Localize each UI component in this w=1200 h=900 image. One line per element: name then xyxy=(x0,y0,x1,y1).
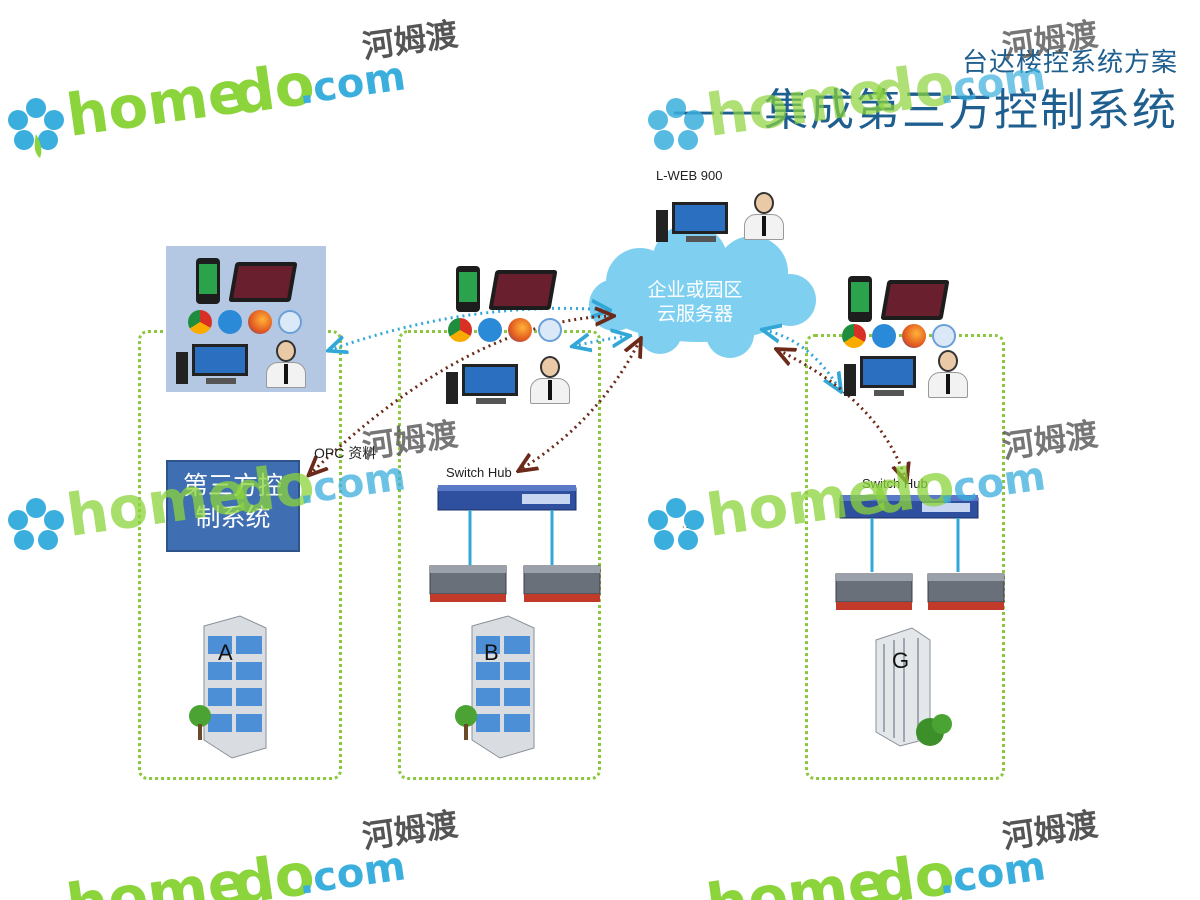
opc-label: OPC 资料 xyxy=(314,445,377,461)
subtitle: 台达楼控系统方案 xyxy=(961,48,1178,78)
homedo-logo-icon: home do .com 河姆渡 xyxy=(8,415,461,550)
svg-text:do: do xyxy=(228,449,318,528)
switch-hub-g-icon xyxy=(839,495,979,572)
tablet-icon xyxy=(488,270,558,310)
safari-icon xyxy=(278,310,302,334)
homedo-logo-icon: home do .com 河姆渡 xyxy=(62,805,461,900)
svg-text:河姆渡: 河姆渡 xyxy=(1000,415,1101,466)
svg-text:do: do xyxy=(228,839,318,900)
chrome-icon xyxy=(188,310,212,334)
homedo-logo-icon: home do .com 河姆渡 xyxy=(648,415,1101,550)
link-cloud-to-switch-b xyxy=(520,340,640,470)
svg-text:河姆渡: 河姆渡 xyxy=(1000,805,1101,856)
link-cloud-to-client-g xyxy=(764,330,840,390)
controller-b2-icon xyxy=(523,565,601,602)
svg-text:home: home xyxy=(702,457,891,550)
svg-text:.com: .com xyxy=(935,453,1048,514)
link-cloud-to-opc xyxy=(310,316,612,474)
svg-text:.com: .com xyxy=(295,53,408,114)
safari-icon xyxy=(932,324,956,348)
link-cloud-to-client-b xyxy=(574,336,628,346)
svg-text:do: do xyxy=(228,49,318,128)
cloud-server-label: 企业或园区 云服务器 xyxy=(647,279,743,325)
firefox-icon xyxy=(902,324,926,348)
switch-hub-g-label: Switch Hub xyxy=(862,476,928,491)
building-a-icon xyxy=(189,615,267,759)
phone-icon xyxy=(196,258,220,304)
controller-g1-icon xyxy=(835,573,913,610)
building-g-icon xyxy=(875,627,952,747)
phone-icon xyxy=(848,276,872,322)
tablet-icon xyxy=(228,262,298,302)
svg-text:河姆渡: 河姆渡 xyxy=(360,15,461,66)
svg-text:do: do xyxy=(868,449,958,528)
svg-text:home: home xyxy=(62,457,251,550)
building-g-label: G xyxy=(892,648,910,673)
svg-text:home: home xyxy=(702,847,891,900)
firefox-icon xyxy=(508,318,532,342)
svg-text:do: do xyxy=(868,49,958,128)
svg-text:河姆渡: 河姆渡 xyxy=(1000,15,1101,66)
phone-icon xyxy=(456,266,480,312)
controller-g2-icon xyxy=(927,573,1005,610)
homedo-logo-icon: home do .com 河姆渡 xyxy=(702,805,1101,900)
cloud-server-icon xyxy=(589,224,816,358)
svg-text:home: home xyxy=(702,57,891,150)
svg-text:.com: .com xyxy=(295,453,408,514)
homedo-logo-icon: home do .com 河姆渡 xyxy=(648,15,1101,150)
firefox-icon xyxy=(248,310,272,334)
chrome-icon xyxy=(448,318,472,342)
switch-hub-b-label: Switch Hub xyxy=(446,465,512,480)
ie-icon xyxy=(218,310,242,334)
tablet-icon xyxy=(880,280,950,320)
homedo-logo-icon: home do .com 河姆渡 xyxy=(8,15,461,158)
svg-text:.com: .com xyxy=(935,53,1048,114)
svg-text:home: home xyxy=(62,57,251,150)
building-b-icon xyxy=(455,615,535,759)
ie-icon xyxy=(478,318,502,342)
building-b-label: B xyxy=(484,640,499,665)
third-party-system-box: 第三方控 制系统 xyxy=(166,460,300,552)
switch-hub-b-icon xyxy=(437,485,577,565)
chrome-icon xyxy=(842,324,866,348)
svg-text:河姆渡: 河姆渡 xyxy=(360,415,461,466)
svg-text:河姆渡: 河姆渡 xyxy=(360,805,461,856)
page-title: ——集成第三方控制系统 xyxy=(672,85,1178,136)
svg-text:home: home xyxy=(62,847,251,900)
building-a-label: A xyxy=(218,640,233,665)
lweb-label: L-WEB 900 xyxy=(656,168,723,183)
controller-b1-icon xyxy=(429,565,507,602)
svg-text:do: do xyxy=(868,839,958,900)
ie-icon xyxy=(872,324,896,348)
safari-icon xyxy=(538,318,562,342)
